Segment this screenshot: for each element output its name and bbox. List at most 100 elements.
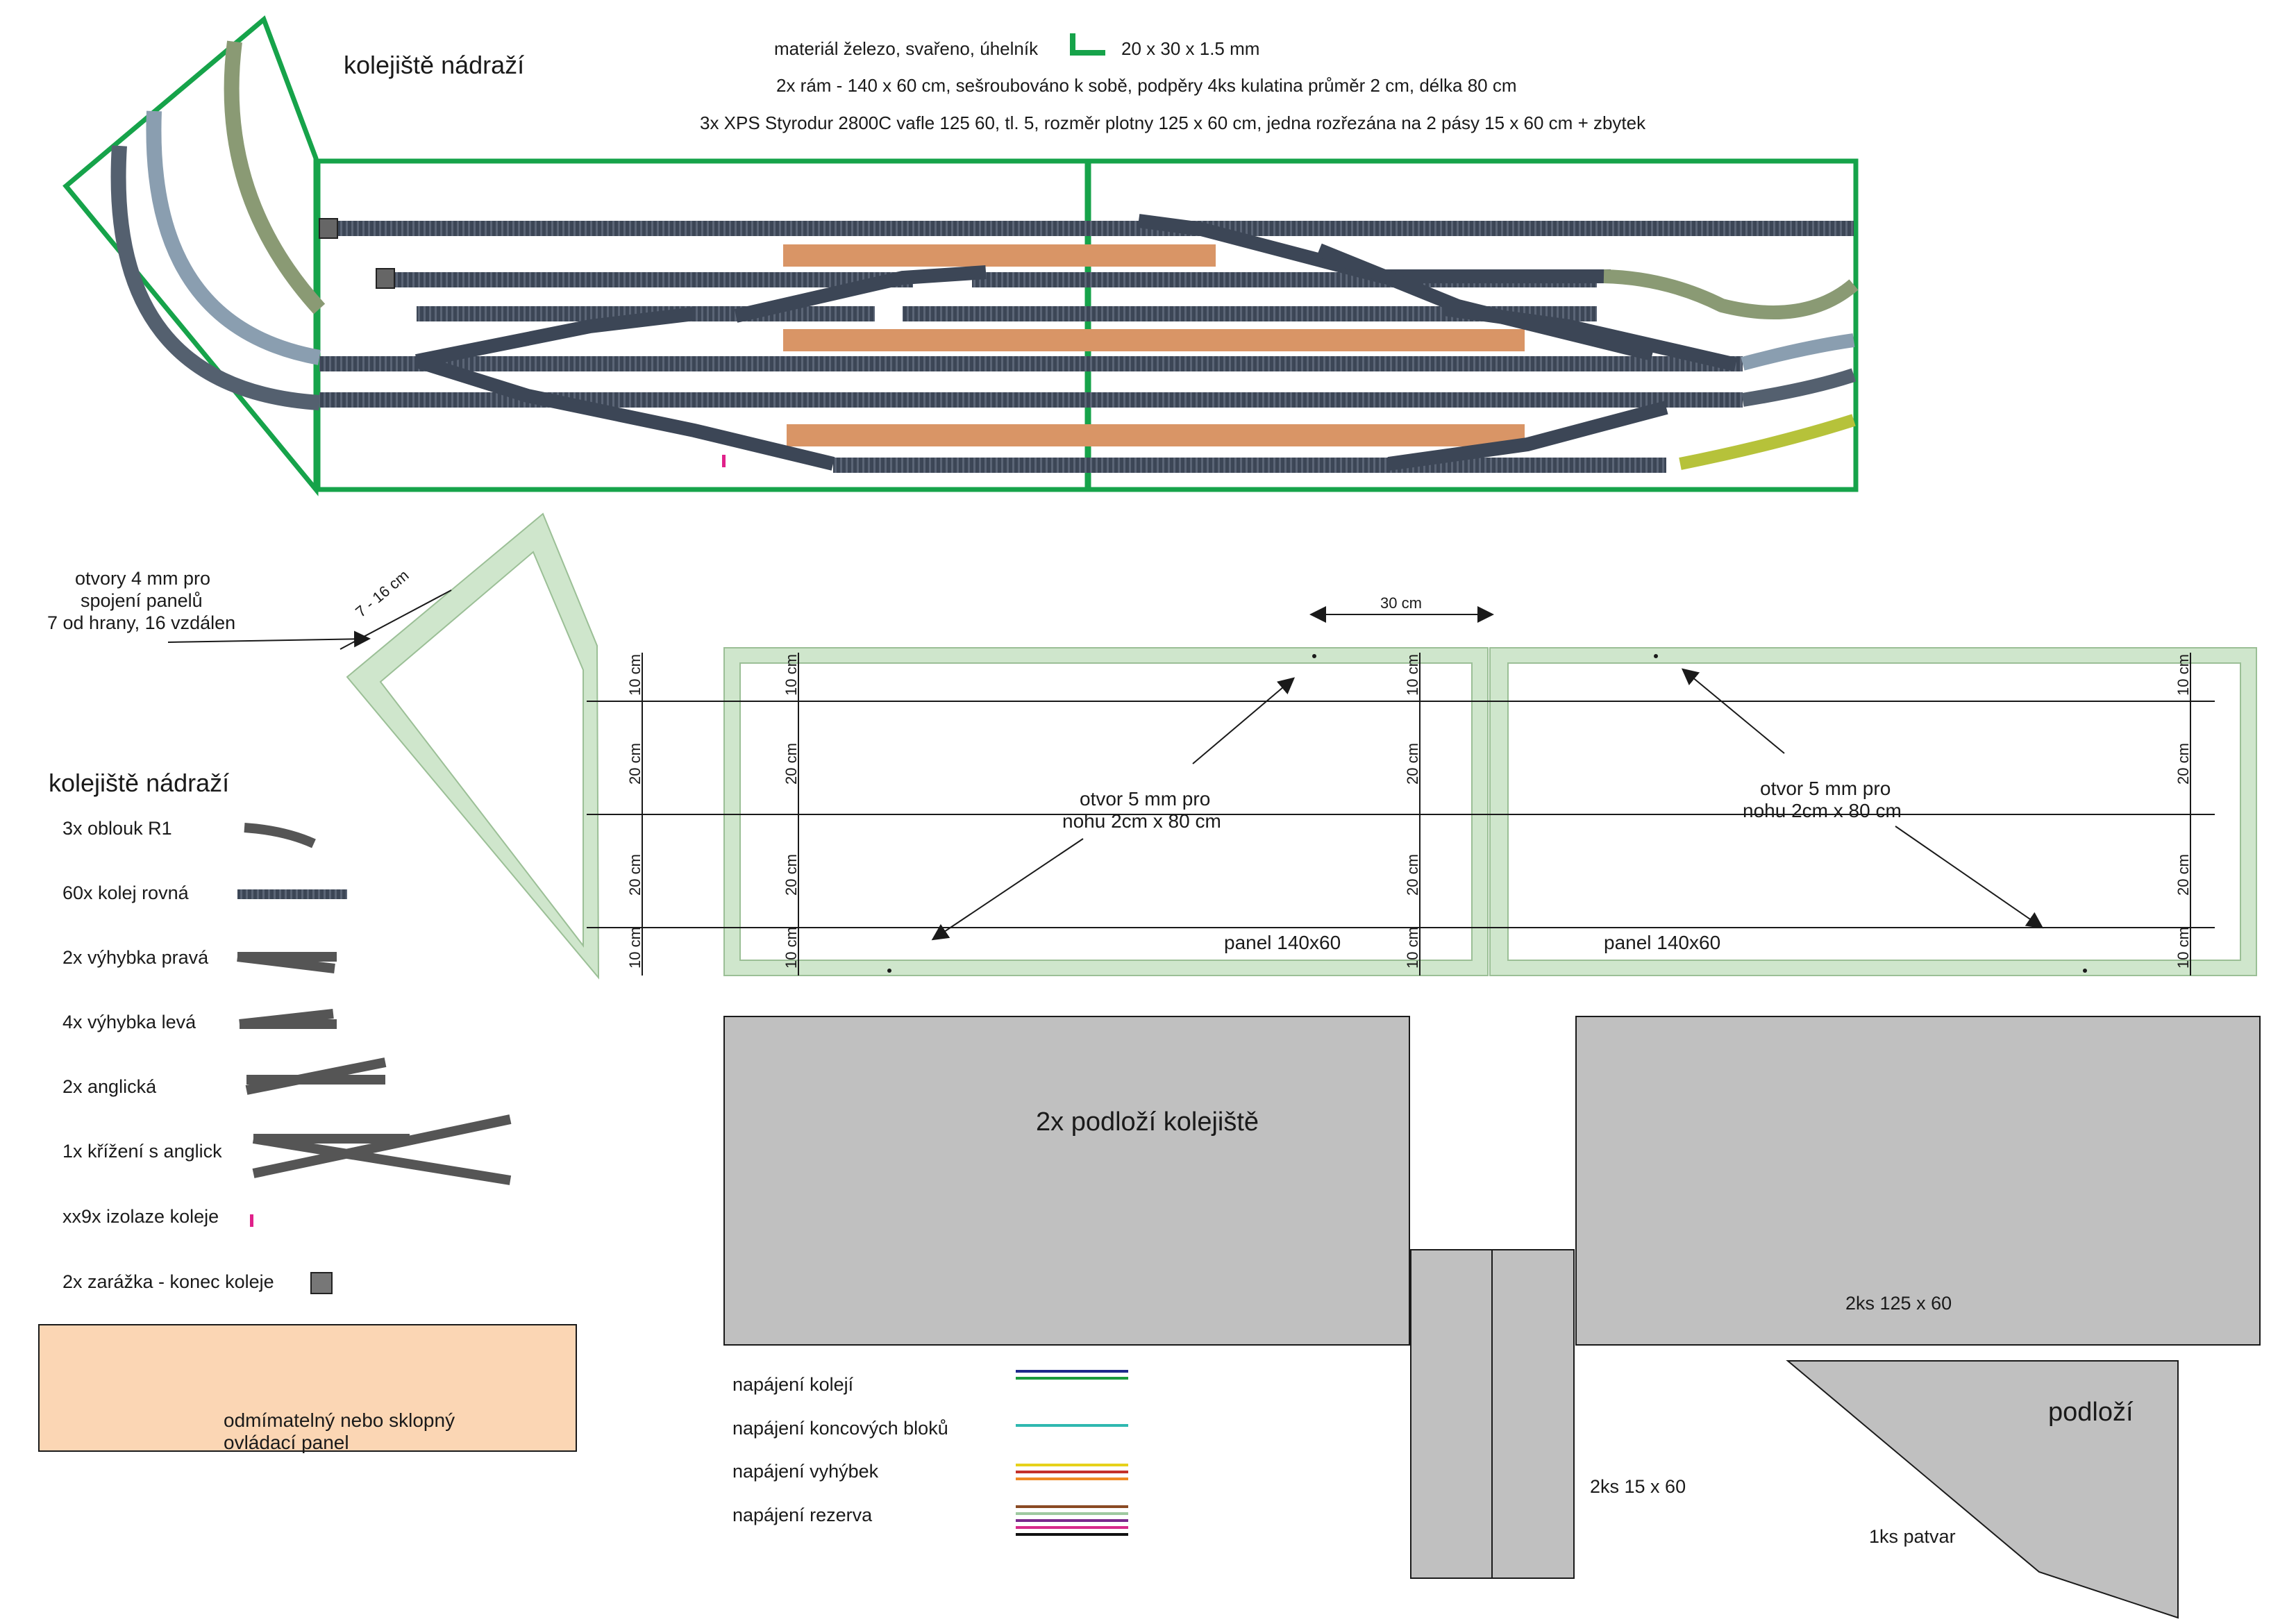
dim-10-b: 10 cm [626, 927, 644, 969]
curve-track-3 [110, 145, 320, 410]
track-1 [326, 221, 1854, 236]
board-2 [1575, 1016, 2261, 1346]
hole-dot [887, 969, 891, 973]
dim-20-g: 20 cm [2175, 743, 2192, 785]
dim-30: 30 cm [1380, 594, 1422, 612]
diag-track-4 [415, 307, 696, 368]
leg-note-2-l1: otvor 5 mm pro [1760, 778, 1891, 799]
dim-20-e: 20 cm [1404, 743, 1421, 785]
legend-item-turnout-right: 2x výhybka pravá [62, 947, 209, 968]
isolation-icon [250, 1214, 253, 1227]
panel-2-inner [1507, 662, 2241, 961]
right-curve-4 [1679, 414, 1856, 470]
dim-20-h: 20 cm [2175, 854, 2192, 896]
platform-2 [783, 329, 1525, 351]
leg-arrow-2a [1681, 668, 1785, 754]
board-shape-label: 1ks patvar [1869, 1526, 1956, 1547]
buffer-stop-1 [319, 218, 338, 239]
panel-2-label: panel 140x60 [1604, 932, 1720, 953]
diag-track-5 [414, 354, 835, 471]
curve-track-2 [146, 110, 321, 365]
dim-10-d: 10 cm [782, 927, 800, 969]
dim-20-d: 20 cm [782, 854, 800, 896]
strip-1 [1410, 1249, 1493, 1579]
dim-20-b: 20 cm [626, 854, 644, 896]
wiring-label-blocks: napájení koncových bloků [732, 1418, 948, 1439]
legend-item-turnout-left: 4x výhybka levá [62, 1012, 196, 1032]
panel-1-inner [739, 662, 1473, 961]
right-curve-1 [1603, 269, 1859, 319]
dim-20-a: 20 cm [626, 743, 644, 785]
station-layout: kolejiště nádraží materiál železo, svaře… [62, 15, 1859, 496]
corner-panel-inner [379, 551, 584, 948]
panel-1-label: panel 140x60 [1224, 932, 1341, 953]
dim-20-c: 20 cm [782, 743, 800, 785]
dim-10-a: 10 cm [626, 654, 644, 696]
wiring-label-tracks: napájení kolejí [732, 1374, 854, 1395]
right-curve-2 [1741, 333, 1855, 371]
angle-icon [1070, 33, 1105, 56]
wiring-label-reserve: napájení rezerva [732, 1505, 873, 1525]
track-3b [903, 306, 1597, 321]
top-title: kolejiště nádraží [344, 51, 524, 79]
track-5 [319, 392, 1743, 408]
legend-item-slip: 2x anglická [62, 1076, 157, 1097]
dim-labels: 10 cm 20 cm 20 cm 10 cm 10 cm 20 cm 20 c… [626, 654, 2192, 969]
strip-2 [1491, 1249, 1575, 1579]
wiring-legend: napájení kolejí napájení koncových bloků… [732, 1370, 1128, 1536]
board-main-label: 2x podloží kolejiště [1036, 1107, 1259, 1137]
shape-board [1786, 1360, 2179, 1619]
hole-dot [1654, 654, 1658, 658]
leg-arrow-1a [1192, 677, 1296, 764]
crossing-icon [252, 1114, 512, 1185]
dim-10-c: 10 cm [782, 654, 800, 696]
spec-material-size: 20 x 30 x 1.5 mm [1121, 38, 1259, 59]
panels: 30 cm otvor 5 mm pro nohu 2cm x 80 cm ot… [587, 594, 2257, 976]
hole-dot [1312, 654, 1316, 658]
leg-note-2-l2: nohu 2cm x 80 cm [1743, 800, 1902, 821]
legend: kolejiště nádraží 3x oblouk R1 60x kolej… [49, 769, 512, 1294]
legend-item-buffer: 2x zarážka - konec koleje [62, 1271, 274, 1292]
track-4 [319, 356, 1743, 371]
dim-10-e: 10 cm [1404, 654, 1421, 696]
wire-lines [1016, 1370, 1128, 1536]
buffer-stop-2 [376, 268, 395, 289]
right-curve-3 [1741, 368, 1857, 407]
control-panel [38, 1324, 577, 1452]
buffer-stop-icon [310, 1272, 333, 1294]
leg-note-1-l1: otvor 5 mm pro [1080, 788, 1210, 810]
wiring-label-turnouts: napájení vyhýbek [732, 1461, 879, 1482]
legend-item-isolation: xx9x izolaze koleje [62, 1206, 219, 1227]
leg-arrow-1b [931, 838, 1084, 941]
hole-dot [2083, 969, 2087, 973]
diag-track-6 [1387, 401, 1668, 471]
curve-track-1 [224, 40, 326, 315]
holes-dim-line [340, 589, 452, 650]
holes-note-2: spojení panelů [81, 590, 203, 611]
spec-frame: 2x rám - 140 x 60 cm, sešroubováno k sob… [776, 75, 1517, 96]
board-big-label: 2ks 125 x 60 [1845, 1293, 1952, 1314]
spec-xps: 3x XPS Styrodur 2800C vafle 125 60, tl. … [700, 112, 1646, 133]
diag-track-3 [734, 265, 987, 323]
dim-20-f: 20 cm [1404, 854, 1421, 896]
slip-icon [245, 1057, 387, 1095]
holes-dim: 7 - 16 cm [352, 567, 412, 621]
board-strips-label: 2ks 15 x 60 [1590, 1476, 1686, 1497]
corner-panel: otvory 4 mm pro spojení panelů 7 od hran… [47, 512, 600, 980]
boards: 2x podloží kolejiště 2ks 125 x 60 2ks 15… [723, 1016, 2261, 1619]
track-2 [385, 272, 913, 287]
dim-10-f: 10 cm [1404, 927, 1421, 969]
holes-pointer [167, 630, 371, 648]
turnout-left-icon [239, 1009, 337, 1029]
platform-1 [783, 244, 1216, 267]
leg-arrow-2b [1895, 826, 2044, 929]
straight-piece-icon [237, 889, 347, 899]
platform-3 [787, 424, 1525, 446]
legend-item-crossing: 1x křížení s anglick [62, 1141, 222, 1162]
turnout-right-icon [237, 952, 337, 973]
curve-piece-icon [244, 823, 316, 848]
leg-note-1-l2: nohu 2cm x 80 cm [1062, 810, 1221, 832]
diag-track-7 [1443, 302, 1738, 371]
track-6 [833, 458, 1666, 473]
